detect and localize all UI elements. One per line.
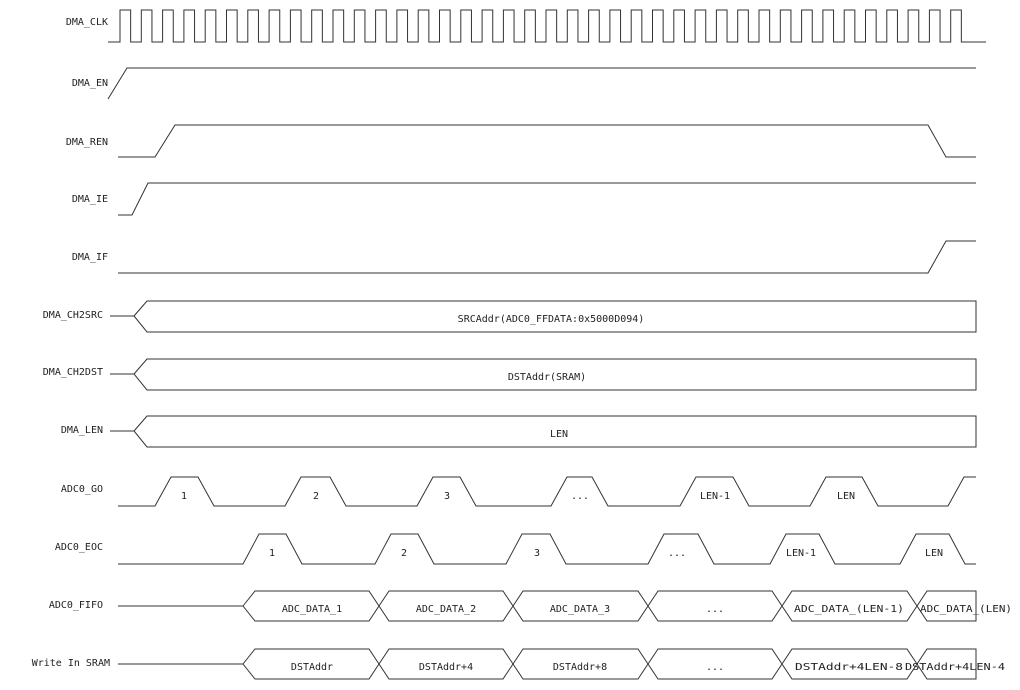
signal-label-dma-len: DMA_LEN (61, 425, 103, 436)
adc0-go-label-ellipsis: ... (571, 491, 589, 502)
signal-label-adc0-fifo: ADC0_FIFO (49, 600, 103, 611)
signal-label-write-in-sram: Write In SRAM (32, 658, 110, 669)
adc0-fifo-cell-len: ADC_DATA_(LEN) (920, 604, 1012, 615)
signal-label-dma-clk: DMA_CLK (66, 17, 108, 28)
write-in-sram-cell-3: DSTAddr+8 (553, 662, 607, 673)
adc0-eoc-label-len-1: LEN-1 (786, 548, 816, 559)
write-in-sram-cell-len-1: DSTAddr+4LEN-8 (795, 662, 903, 673)
adc0-fifo-cell-3: ADC_DATA_3 (550, 604, 610, 615)
signal-label-adc0-eoc: ADC0_EOC (55, 542, 103, 553)
adc0-eoc-label-1: 1 (269, 548, 275, 559)
write-in-sram-cell-len: DSTAddr+4LEN-4 (905, 662, 1005, 673)
signal-label-dma-ren: DMA_REN (66, 137, 108, 148)
adc0-fifo-cell-len-1: ADC_DATA_(LEN-1) (794, 604, 904, 615)
dma-len-value: LEN (550, 429, 568, 440)
dma-ch2src-bus (133, 300, 977, 333)
adc0-eoc-label-2: 2 (401, 548, 407, 559)
dma-ie-waveform (118, 182, 976, 216)
signal-label-dma-ch2src: DMA_CH2SRC (43, 310, 103, 321)
write-in-sram-cell-ellipsis: ... (706, 662, 724, 673)
adc0-go-label-len-1: LEN-1 (700, 491, 730, 502)
dma-len-bus (133, 415, 977, 448)
adc0-go-label-1: 1 (181, 491, 187, 502)
signal-label-dma-en: DMA_EN (72, 78, 108, 89)
adc0-go-waveform (118, 476, 976, 507)
dma-ren-waveform (118, 124, 976, 158)
signal-label-dma-ch2dst: DMA_CH2DST (43, 367, 103, 378)
adc0-eoc-waveform (118, 533, 976, 565)
adc0-fifo-cell-1: ADC_DATA_1 (282, 604, 342, 615)
adc0-go-label-3: 3 (444, 491, 450, 502)
dma-ch2dst-value: DSTAddr(SRAM) (508, 372, 586, 383)
adc0-go-label-len: LEN (837, 491, 855, 502)
adc0-fifo-bus (242, 590, 977, 622)
dma-ch2src-value: SRCAddr(ADC0_FFDATA:0x5000D094) (458, 314, 645, 325)
adc0-eoc-label-len: LEN (925, 548, 943, 559)
adc0-go-label-2: 2 (313, 491, 319, 502)
dma-en-waveform (107, 67, 976, 100)
signal-label-adc0-go: ADC0_GO (61, 484, 103, 495)
adc0-eoc-label-3: 3 (534, 548, 540, 559)
adc0-eoc-label-ellipsis: ... (668, 548, 686, 559)
dma-clk-waveform (108, 9, 986, 43)
write-in-sram-bus (242, 648, 977, 680)
signal-label-dma-ie: DMA_IE (72, 194, 108, 205)
adc0-fifo-cell-2: ADC_DATA_2 (416, 604, 476, 615)
signal-label-dma-if: DMA_IF (72, 252, 108, 263)
dma-ch2dst-bus (133, 358, 977, 391)
dma-if-waveform (118, 240, 976, 274)
adc0-fifo-cell-ellipsis: ... (706, 604, 724, 615)
write-in-sram-cell-2: DSTAddr+4 (419, 662, 473, 673)
write-in-sram-cell-1: DSTAddr (291, 662, 333, 673)
